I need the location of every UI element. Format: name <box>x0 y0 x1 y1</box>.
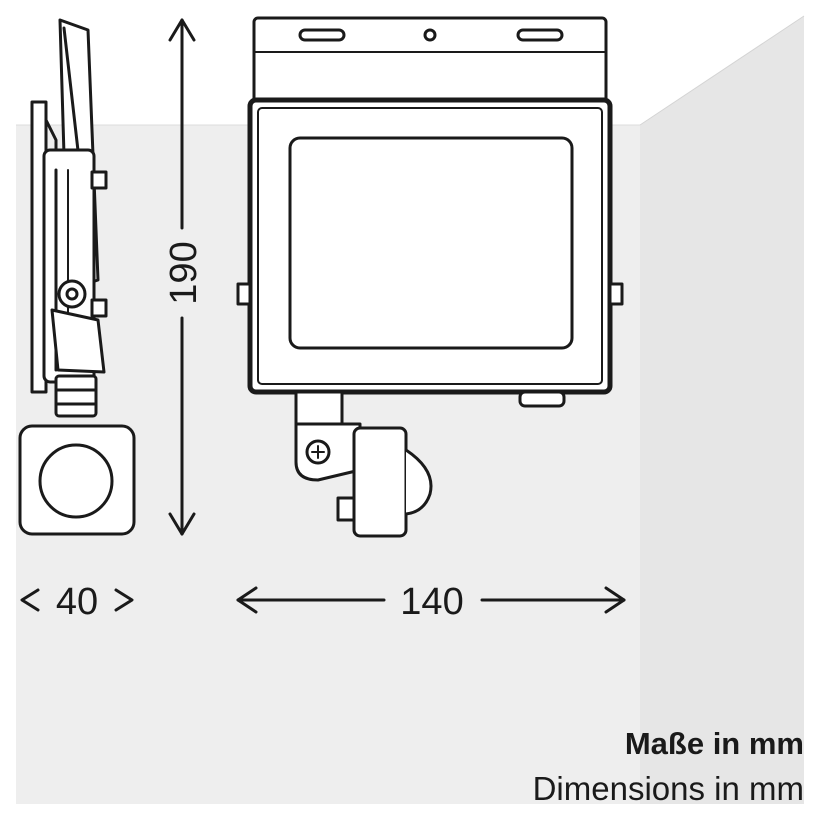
dimension-lines <box>20 18 626 614</box>
depth-dimension-label: 40 <box>56 581 98 623</box>
side-view <box>18 18 136 536</box>
height-dimension-label: 190 <box>163 241 205 304</box>
caption-german: Maße in mm <box>624 726 804 761</box>
front-view <box>236 16 624 538</box>
width-dimension-label: 140 <box>400 581 463 623</box>
caption-english: Dimensions in mm <box>532 770 804 807</box>
